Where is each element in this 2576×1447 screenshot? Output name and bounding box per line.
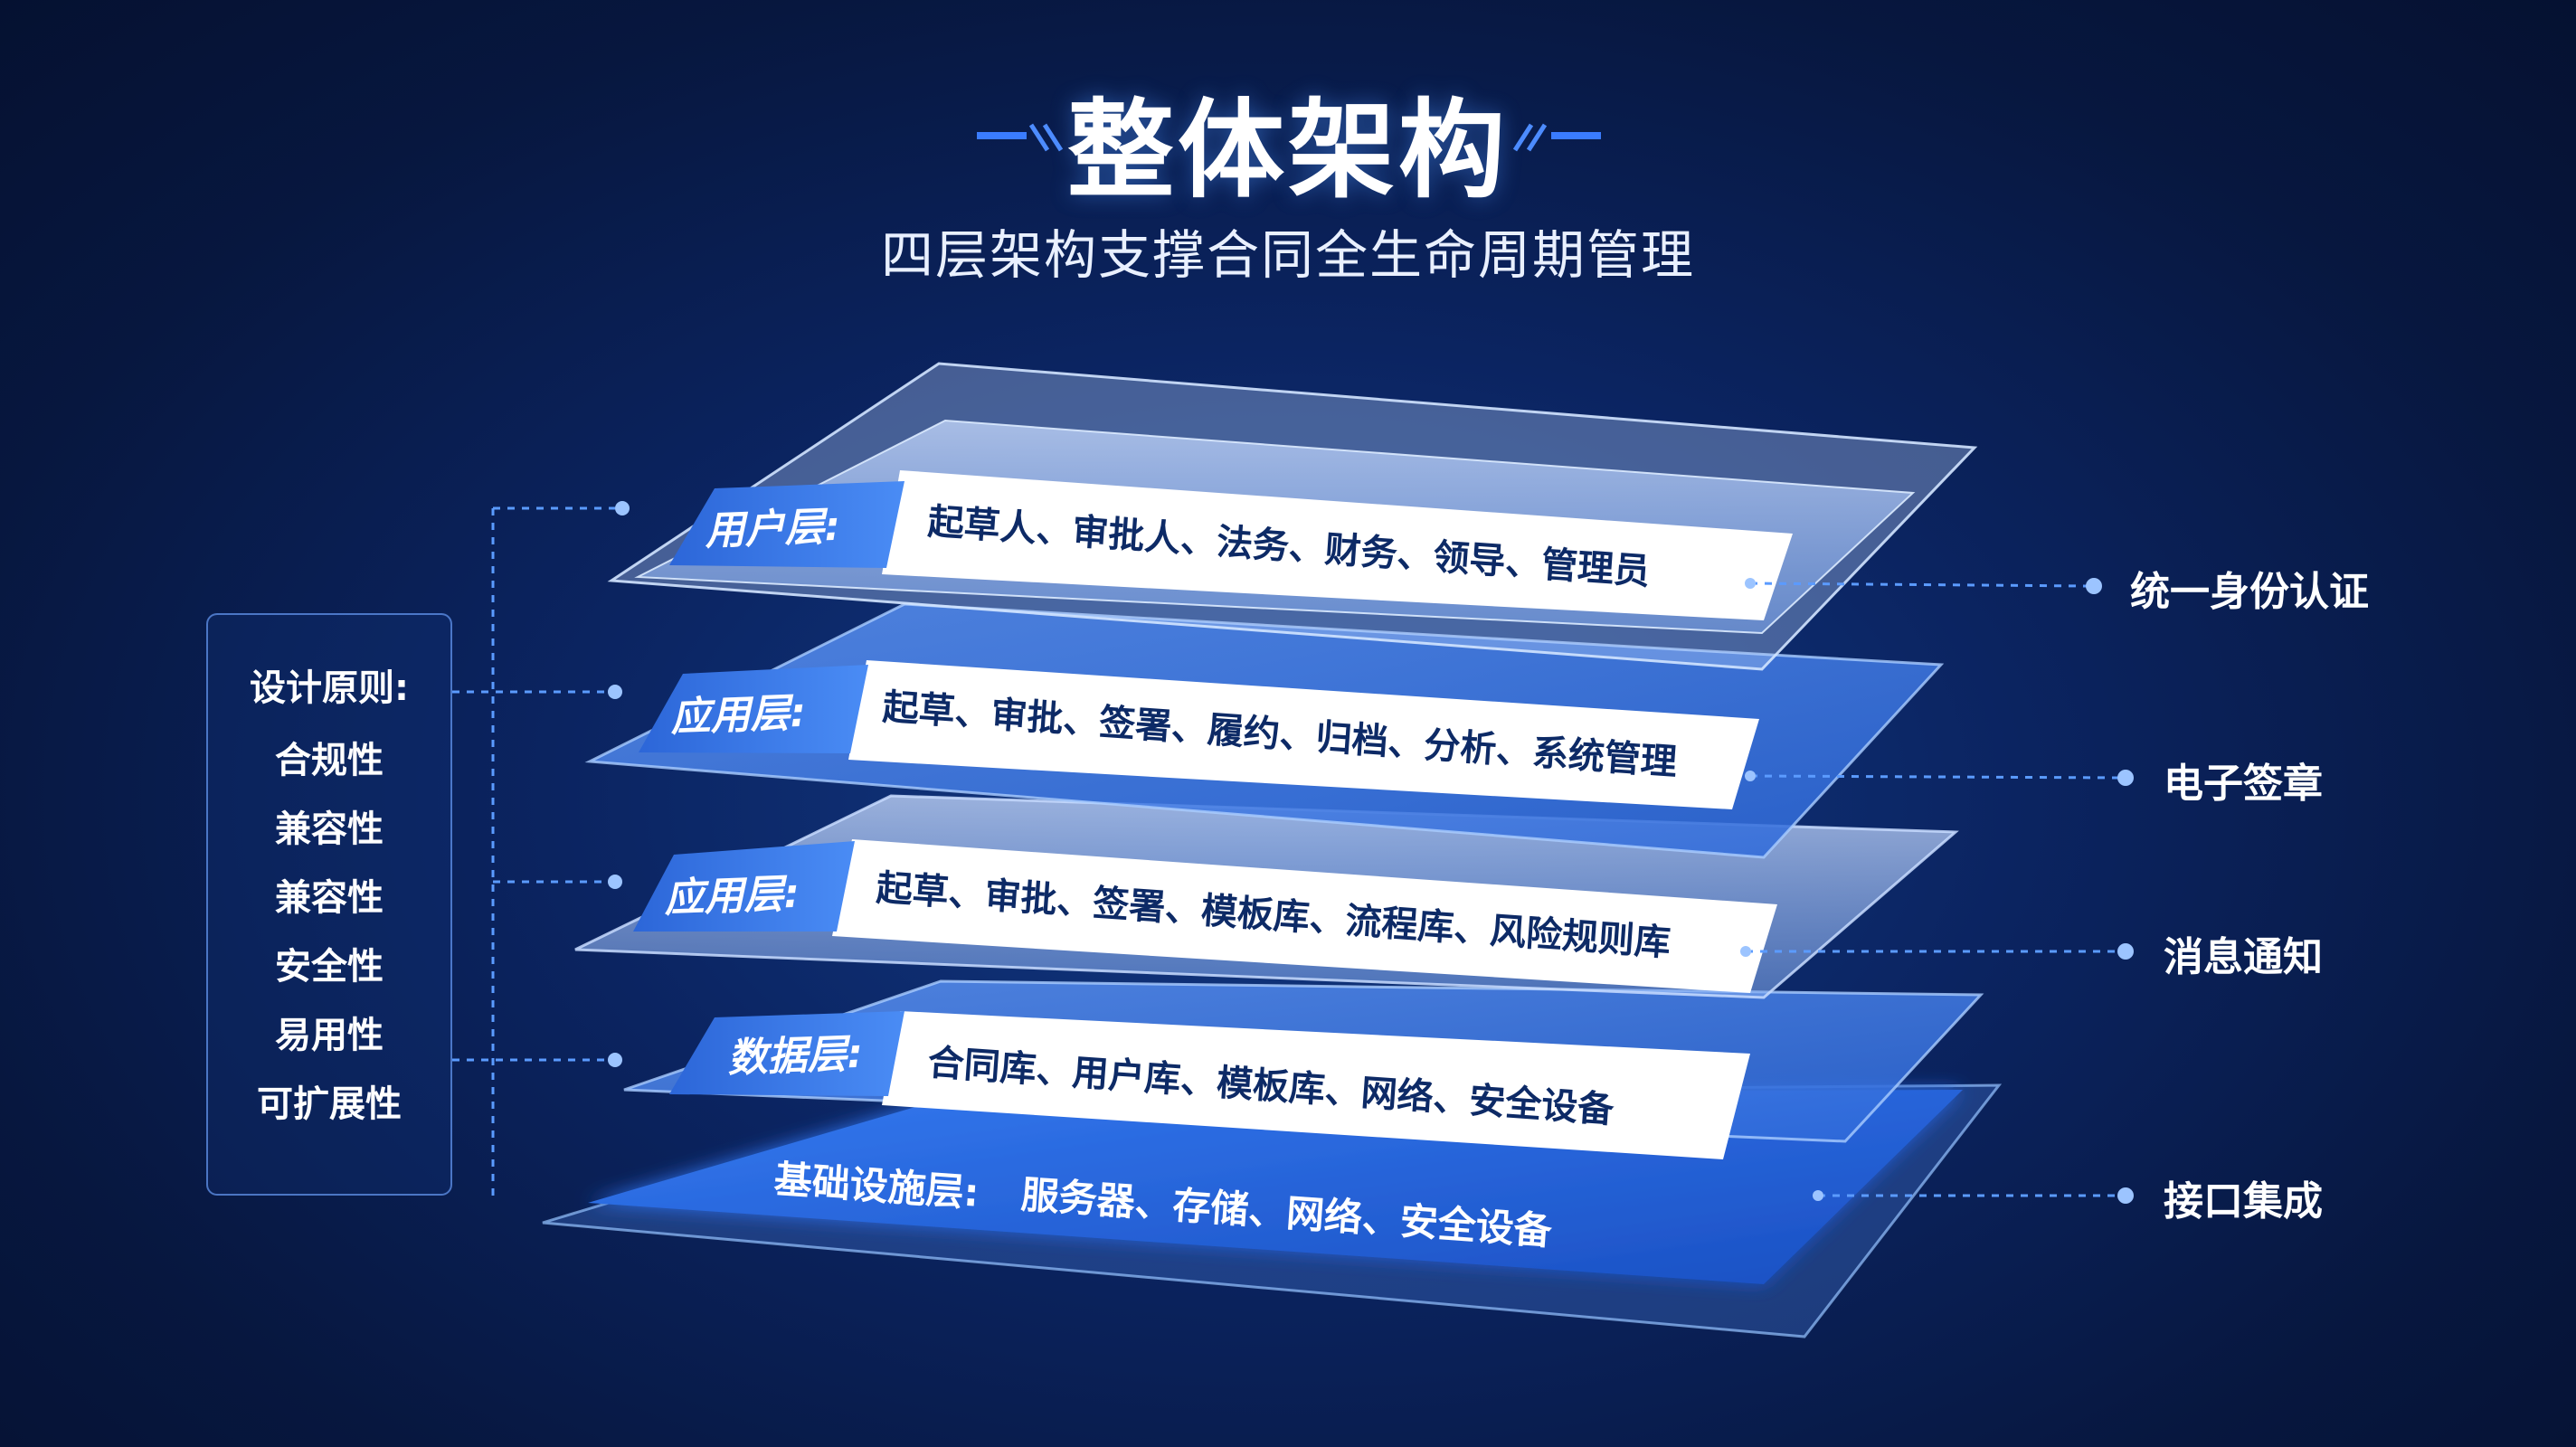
feature-notification: 消息通知: [2164, 934, 2323, 980]
app-layer1-band: [848, 660, 1759, 809]
right-connectors: [1746, 582, 2122, 1197]
feature-api-integration: 接口集成: [2164, 1178, 2323, 1225]
principle-item: 易用性: [275, 1015, 384, 1056]
app-layer1-label: 应用层:: [669, 690, 807, 741]
principles-title: 设计原则:: [250, 667, 409, 709]
app-layer2-band: [832, 839, 1777, 993]
user-layer-band: [882, 470, 1793, 620]
principle-item: 兼容性: [275, 877, 384, 919]
principle-item: 兼容性: [275, 809, 384, 850]
data-layer-band: [882, 1011, 1750, 1159]
page-subtitle: 四层架构支撑合同全生命周期管理: [880, 224, 1695, 286]
data-layer-label: 数据层:: [727, 1031, 864, 1082]
app-layer2-tab: [633, 841, 855, 932]
left-connector-dots: [608, 501, 630, 1067]
data-layer-tab: [669, 1011, 904, 1096]
user-layer-label: 用户层:: [704, 504, 841, 554]
page-title: 整体架构: [1066, 88, 1509, 213]
right-connector-dots: [1740, 578, 2134, 1204]
principle-item: 可扩展性: [257, 1083, 402, 1125]
app-layer1-tab: [639, 665, 868, 753]
left-connectors: [452, 506, 615, 1198]
title-decoration: [181, 123, 2397, 152]
design-principles-panel: 设计原则: 合规性 兼容性 兼容性 安全性 易用性 可扩展性: [206, 613, 452, 1196]
user-layer-tab: [669, 481, 904, 568]
app-layer2-label: 应用层:: [663, 871, 800, 922]
feature-esignature: 电子签章: [2164, 761, 2323, 807]
principle-item: 合规性: [275, 740, 384, 781]
feature-sso: 统一身份认证: [2130, 569, 2369, 615]
principle-item: 安全性: [275, 946, 384, 988]
